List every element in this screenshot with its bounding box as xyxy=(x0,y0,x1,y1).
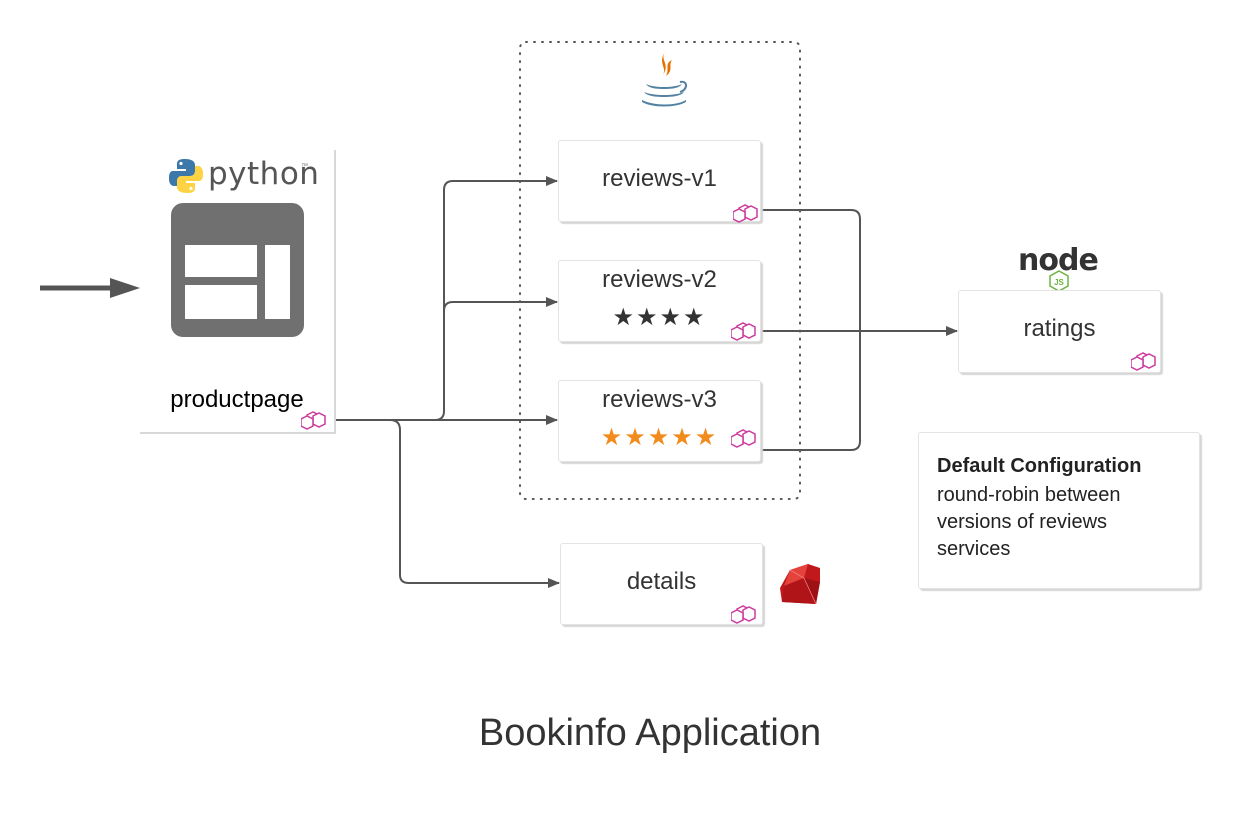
reviews-group-boundary xyxy=(519,41,801,500)
reviews-v3-label: reviews-v3 xyxy=(602,386,717,413)
reviews-v3-service[interactable]: reviews-v3 ★★★★★ xyxy=(558,380,761,462)
reviews-v1-label: reviews-v1 xyxy=(602,165,717,192)
reviews-v2-proxy-icon xyxy=(731,322,756,341)
reviews-v1-proxy-icon xyxy=(733,204,758,223)
reviews-v3-orange-stars: ★★★★★ xyxy=(600,423,719,451)
note-title: Default Configuration xyxy=(937,455,1142,477)
incoming-request-arrow xyxy=(40,278,140,298)
reviews-v2-black-stars: ★★★★ xyxy=(612,303,707,331)
productpage-label: productpage xyxy=(170,386,304,413)
edge-productpage-reviews-v2 xyxy=(443,297,558,312)
edge-reviews-v1-ratings xyxy=(762,209,861,331)
reviews-v3-proxy-icon xyxy=(731,429,756,448)
reviews-v2-label: reviews-v2 xyxy=(602,266,717,293)
ratings-proxy-icon xyxy=(1131,352,1156,371)
details-service[interactable]: details xyxy=(560,543,763,625)
reviews-v1-service[interactable]: reviews-v1 xyxy=(558,140,761,222)
edge-reviews-v3-ratings xyxy=(762,331,861,451)
webpage-icon xyxy=(171,203,304,337)
nodejs-hexagon-icon: JS xyxy=(1049,270,1069,292)
details-proxy-icon xyxy=(731,605,756,624)
ruby-logo-icon xyxy=(780,564,820,605)
ratings-label: ratings xyxy=(1023,315,1096,342)
python-logo-icon xyxy=(169,159,203,193)
edge-productpage-reviews-v1 xyxy=(336,176,558,421)
productpage-service[interactable] xyxy=(140,150,336,434)
reviews-v2-service[interactable]: reviews-v2 ★★★★ xyxy=(558,260,761,342)
diagram-title: Bookinfo Application xyxy=(478,712,822,754)
nodejs-badge-text: JS xyxy=(1054,278,1064,287)
details-label: details xyxy=(626,568,697,595)
python-logo-text: python xyxy=(208,156,320,192)
default-configuration-note: Default Configuration round-robin betwee… xyxy=(918,432,1200,589)
java-logo-icon xyxy=(642,50,687,107)
edge-productpage-details xyxy=(389,419,560,588)
ratings-service[interactable]: ratings xyxy=(958,290,1161,373)
productpage-proxy-icon xyxy=(301,411,326,430)
python-trademark: ™ xyxy=(301,163,308,170)
note-body: round-robin between versions of reviews … xyxy=(937,484,1121,560)
